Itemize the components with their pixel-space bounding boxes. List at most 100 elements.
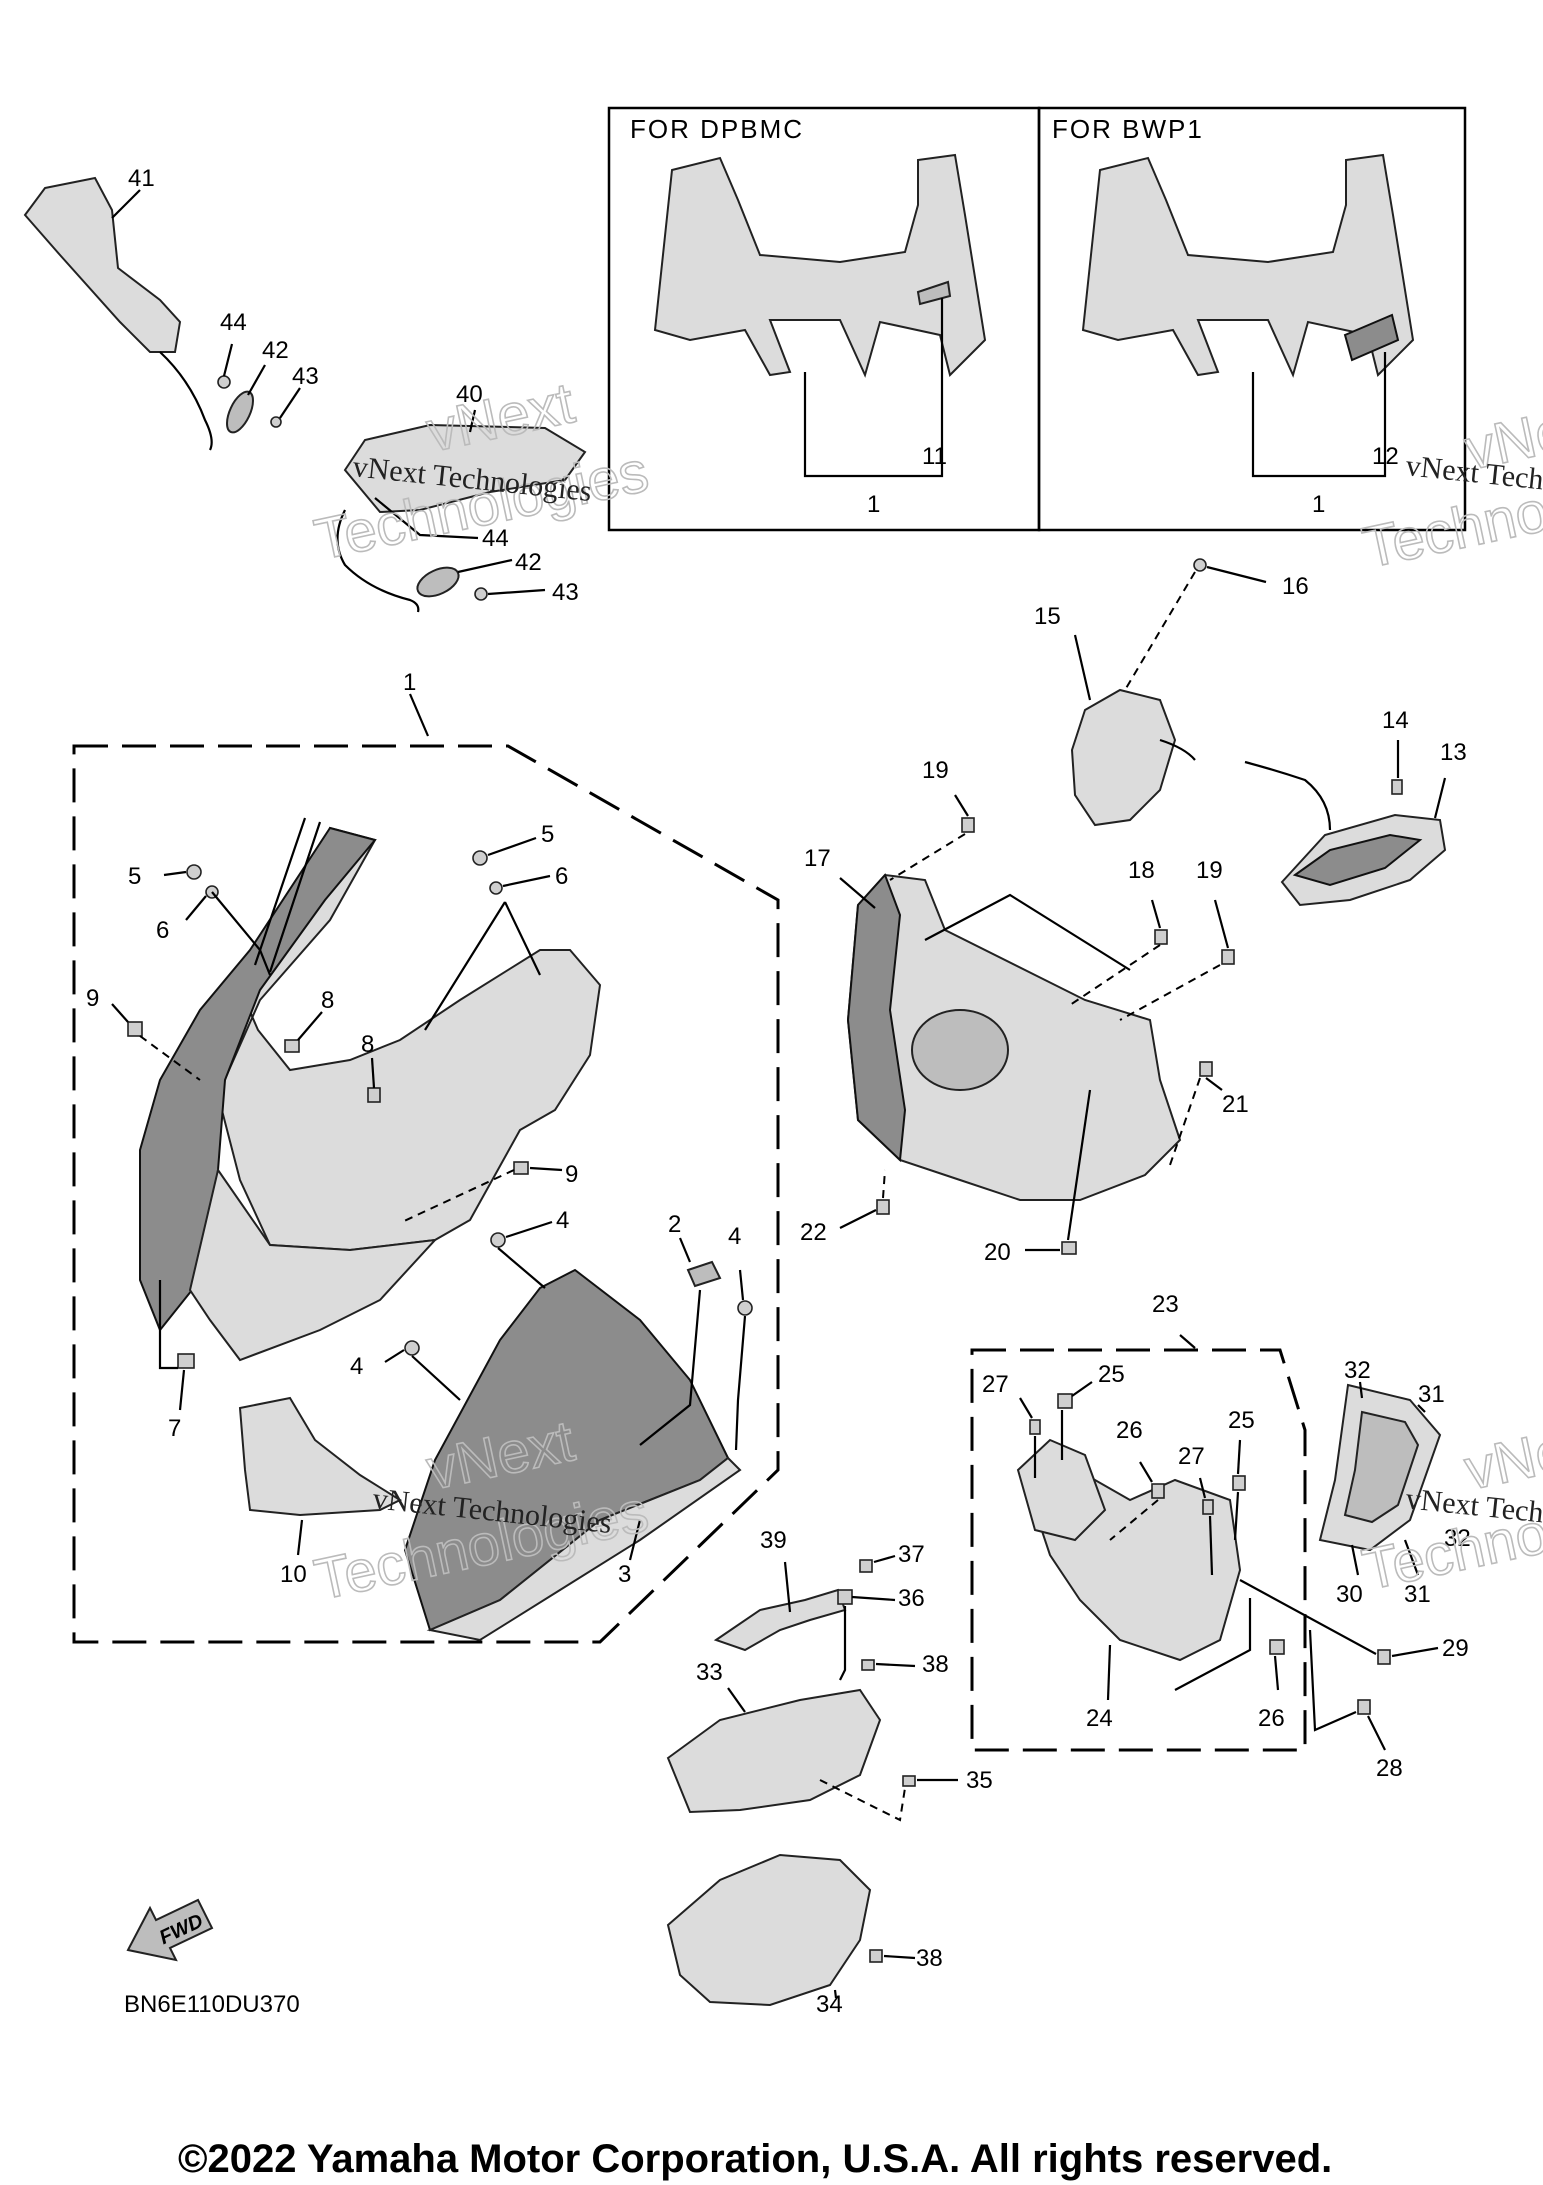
screw-19b[interactable] <box>1221 949 1235 965</box>
screw-21[interactable] <box>1199 1061 1213 1077</box>
callout-9a: 9 <box>86 985 99 1012</box>
clip-22[interactable] <box>876 1199 890 1215</box>
screw-43b[interactable] <box>474 587 488 601</box>
lower-panels: 39 37 36 38 33 35 38 34 <box>666 1527 993 2018</box>
callout-19b: 19 <box>1196 857 1223 884</box>
callout-16: 16 <box>1282 573 1309 600</box>
plate-42a[interactable] <box>222 388 259 436</box>
callout-38a: 38 <box>922 1651 949 1678</box>
callout-26a: 26 <box>1116 1417 1143 1444</box>
windscreen-3-lower <box>426 1456 742 1642</box>
bracket-39[interactable] <box>713 1588 847 1652</box>
nut-36[interactable] <box>837 1589 853 1605</box>
inner-cowling-17-opening <box>911 1009 1009 1091</box>
callout-11: 11 <box>922 443 947 470</box>
clip-38b[interactable] <box>869 1949 883 1963</box>
callout-7: 7 <box>168 1415 181 1442</box>
inner-cowling-17-shade <box>846 873 907 1163</box>
callout-32b: 32 <box>1444 1525 1471 1552</box>
callout-23: 23 <box>1152 1291 1179 1318</box>
clip-20[interactable] <box>1061 1241 1077 1255</box>
callout-27b: 27 <box>1178 1443 1205 1470</box>
screw-43a[interactable] <box>270 416 282 428</box>
screw-14[interactable] <box>1391 779 1403 795</box>
mirror-assembly-40: 40 44 42 43 <box>336 381 587 613</box>
callout-42a: 42 <box>262 337 289 364</box>
plate-42b[interactable] <box>413 562 463 602</box>
callout-42b: 42 <box>515 549 542 576</box>
callout-26b: 26 <box>1258 1705 1285 1732</box>
clip-25b[interactable] <box>1232 1475 1246 1491</box>
clip-35[interactable] <box>902 1775 916 1787</box>
clip-8b[interactable] <box>367 1087 381 1103</box>
upper-cowling-bwp1[interactable] <box>1081 153 1415 378</box>
callout-41: 41 <box>128 165 155 192</box>
screw-19a[interactable] <box>961 817 975 833</box>
cowling-lower-body <box>188 1167 438 1362</box>
screw-37[interactable] <box>859 1559 873 1573</box>
callout-31b: 31 <box>1404 1581 1431 1608</box>
callout-19a: 19 <box>922 757 949 784</box>
lamp-assembly: 15 16 13 14 <box>1034 558 1467 907</box>
clip-8a[interactable] <box>284 1039 300 1053</box>
callout-30: 30 <box>1336 1581 1363 1608</box>
clip-27b[interactable] <box>1202 1499 1214 1515</box>
clip-25a[interactable] <box>1057 1393 1073 1409</box>
screw-28[interactable] <box>1357 1699 1371 1715</box>
cowling-group-1: 1 5 6 5 6 9 8 8 9 <box>72 669 780 1644</box>
box-title-bwp1: FOR BWP1 <box>1052 114 1204 144</box>
callout-33: 33 <box>696 1659 723 1686</box>
clip-9a[interactable] <box>127 1021 143 1037</box>
callout-34: 34 <box>816 1991 843 2018</box>
callout-21: 21 <box>1222 1091 1249 1118</box>
callout-24: 24 <box>1086 1705 1113 1732</box>
panel-33[interactable] <box>666 1688 882 1814</box>
nut-26b[interactable] <box>1269 1639 1285 1655</box>
callout-4b: 4 <box>556 1207 569 1234</box>
diagram-code: BN6E110DU370 <box>124 1991 300 2018</box>
callout-18: 18 <box>1128 857 1155 884</box>
callout-15: 15 <box>1034 603 1061 630</box>
callout-25b: 25 <box>1228 1407 1255 1434</box>
nut-44a[interactable] <box>217 375 231 389</box>
callout-22: 22 <box>800 1219 827 1246</box>
callout-8b: 8 <box>361 1031 374 1058</box>
emblem-2[interactable] <box>686 1260 722 1288</box>
copyright-notice: ©2022 Yamaha Motor Corporation, U.S.A. A… <box>178 2137 1332 2181</box>
screw-4b[interactable] <box>404 1340 420 1356</box>
screw-4a[interactable] <box>490 1232 506 1248</box>
callout-44a: 44 <box>220 309 247 336</box>
screw-29[interactable] <box>1377 1649 1391 1665</box>
clip-38a[interactable] <box>861 1659 875 1671</box>
mirror-41[interactable] <box>23 176 182 353</box>
headlight-15[interactable] <box>1070 688 1177 827</box>
clip-7[interactable] <box>177 1353 195 1369</box>
mirror-assembly-41: 41 44 42 43 <box>23 165 319 451</box>
bracket-30-inner <box>1343 1410 1420 1524</box>
panel-34[interactable] <box>666 1853 872 2007</box>
callout-6a: 6 <box>156 917 169 944</box>
upper-cowling-dpbmc[interactable] <box>653 153 987 378</box>
upper-cowling-1[interactable] <box>216 826 602 1252</box>
callout-1-box-a: 1 <box>867 491 880 518</box>
inner-cowling-17: 17 19 18 19 21 20 22 <box>800 757 1249 1266</box>
callout-5a: 5 <box>128 863 141 890</box>
clip-9b[interactable] <box>513 1161 529 1175</box>
clip-27a[interactable] <box>1029 1419 1041 1435</box>
callout-31a: 31 <box>1418 1381 1445 1408</box>
bolt-16[interactable] <box>1193 558 1207 572</box>
collar-6b[interactable] <box>489 881 503 895</box>
callout-4c: 4 <box>728 1223 741 1250</box>
duct-upper <box>1016 1438 1107 1542</box>
nut-18[interactable] <box>1154 929 1168 945</box>
nut-26a[interactable] <box>1151 1483 1165 1499</box>
screw-5b[interactable] <box>472 850 488 866</box>
inner-panel-10[interactable] <box>238 1396 403 1517</box>
callout-5b: 5 <box>541 821 554 848</box>
callout-43a: 43 <box>292 363 319 390</box>
screw-5a[interactable] <box>186 864 202 880</box>
mirror-40[interactable] <box>343 423 587 514</box>
callout-3: 3 <box>618 1561 631 1588</box>
fwd-arrow: FWD <box>126 1898 214 1962</box>
screw-4c[interactable] <box>737 1300 753 1316</box>
